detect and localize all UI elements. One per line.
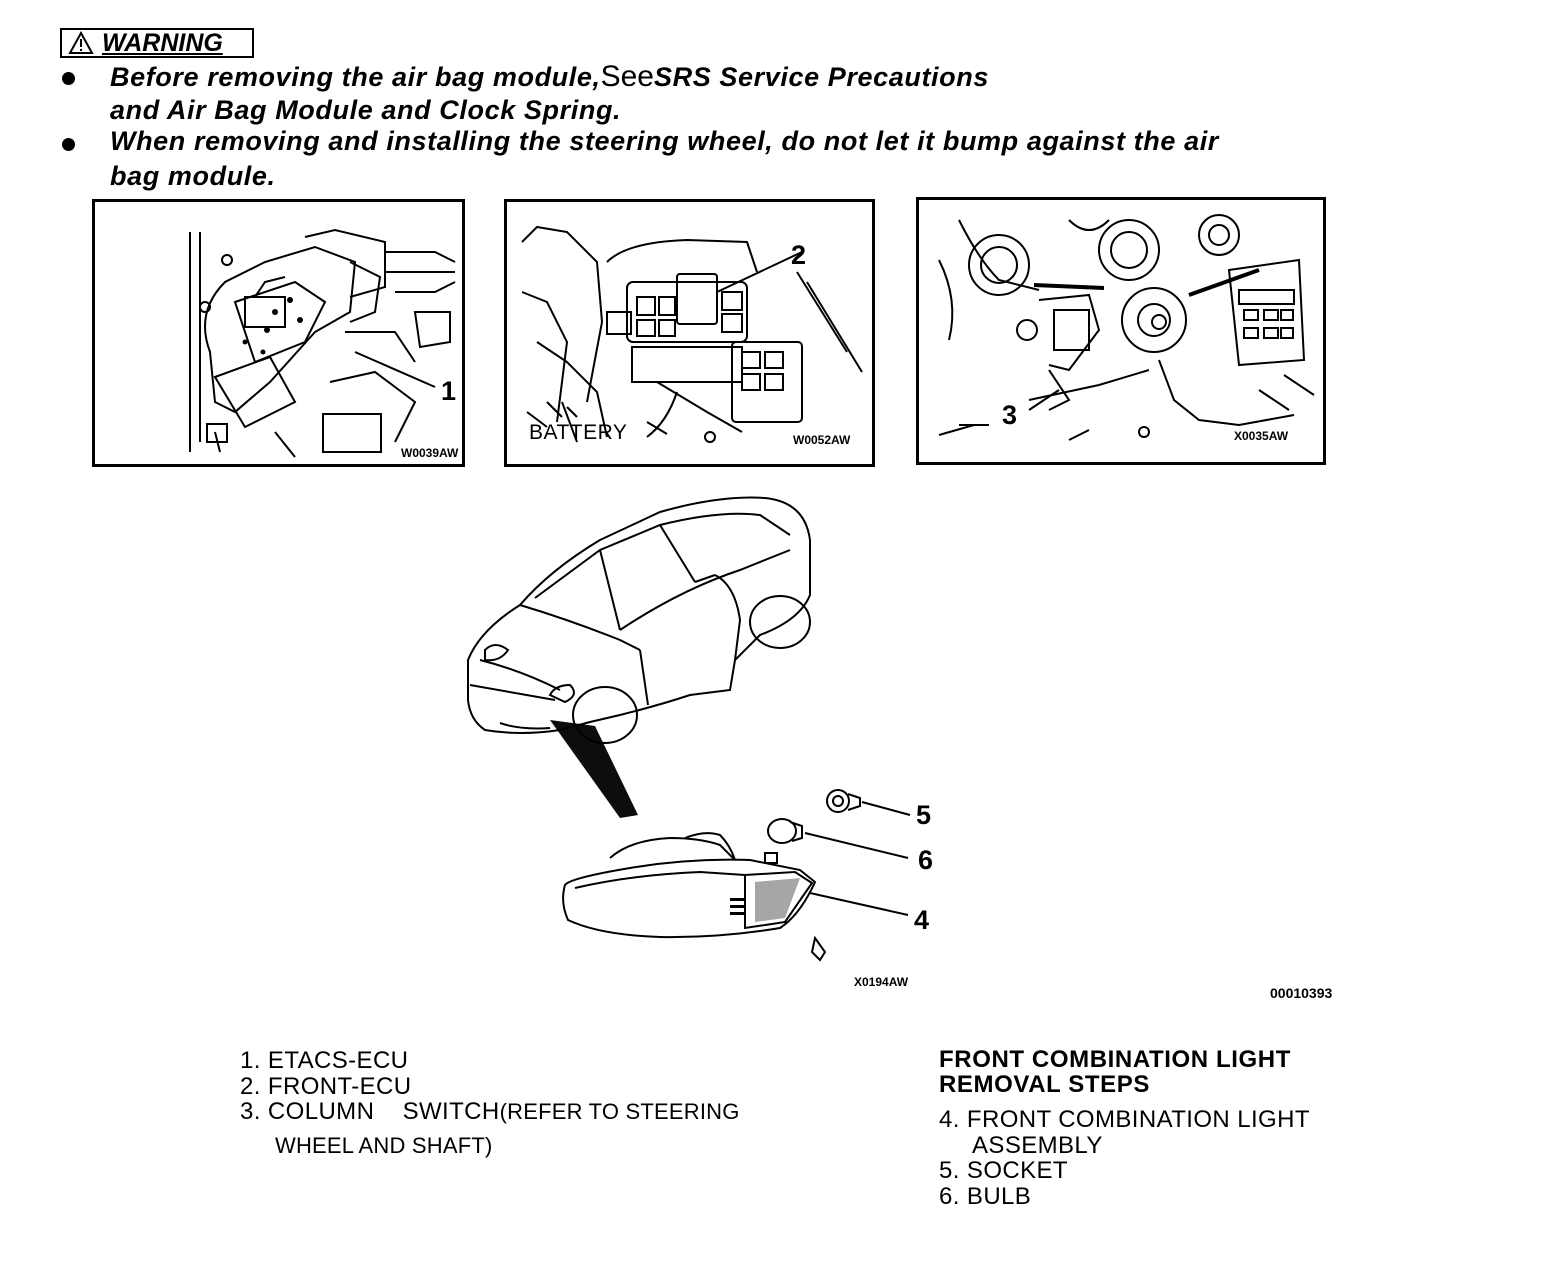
part-item: 2. FRONT-ECU bbox=[240, 1073, 412, 1100]
warning-bullet-2-line-1: When removing and installing the steerin… bbox=[110, 126, 1219, 156]
car-illustration bbox=[467, 496, 911, 962]
figure-code: W0052AW bbox=[793, 433, 851, 447]
callout-5: 5 bbox=[916, 800, 932, 830]
warning-box: WARNING bbox=[60, 28, 254, 58]
bullet-icon bbox=[62, 72, 75, 85]
battery-label: BATTERY bbox=[529, 421, 628, 444]
figure-code: W0039AW bbox=[401, 446, 459, 460]
warning-bullet-1-line-1: Before removing the air bag module,SeeSR… bbox=[110, 60, 989, 93]
callout-6: 6 bbox=[918, 845, 934, 875]
callout-3: 3 bbox=[1002, 400, 1018, 430]
part-item: 1. ETACS-ECU bbox=[240, 1047, 409, 1074]
figure-code: X0194AW bbox=[854, 975, 909, 989]
step-item: 6. BULB bbox=[939, 1183, 1032, 1210]
figure-code: X0035AW bbox=[1234, 429, 1289, 443]
step-item: 4. FRONT COMBINATION LIGHT bbox=[939, 1106, 1310, 1133]
etacs-ecu-illustration bbox=[189, 228, 456, 458]
step-item: 5. SOCKET bbox=[939, 1157, 1068, 1184]
callout-2: 2 bbox=[791, 240, 807, 270]
warning-bullet-2-line-2: bag module. bbox=[110, 161, 276, 191]
figure-column-switch: 3 X0035AW bbox=[916, 197, 1326, 465]
step-item-cont: ASSEMBLY bbox=[972, 1132, 1103, 1159]
column-switch-illustration bbox=[938, 214, 1315, 441]
bullet-icon bbox=[62, 138, 75, 151]
warning-title: WARNING bbox=[102, 28, 223, 57]
callout-1: 1 bbox=[441, 376, 457, 406]
steps-heading-line-2: REMOVAL STEPS bbox=[939, 1071, 1150, 1098]
figure-front-ecu: 2 BATTERY W0052AW bbox=[504, 199, 875, 467]
callout-4: 4 bbox=[914, 905, 930, 935]
part-item: 3. COLUMN SWITCH(REFER TO STEERING bbox=[240, 1098, 740, 1125]
warning-triangle-icon bbox=[68, 31, 94, 54]
part-item-note: WHEEL AND SHAFT) bbox=[275, 1133, 493, 1158]
steps-heading-line-1: FRONT COMBINATION LIGHT bbox=[939, 1046, 1291, 1073]
front-ecu-illustration bbox=[521, 225, 863, 443]
figure-etacs-ecu: 1 W0039AW bbox=[92, 199, 465, 467]
document-number: 00010393 bbox=[1270, 985, 1333, 1001]
warning-bullet-1-line-2: and Air Bag Module and Clock Spring. bbox=[110, 95, 622, 125]
